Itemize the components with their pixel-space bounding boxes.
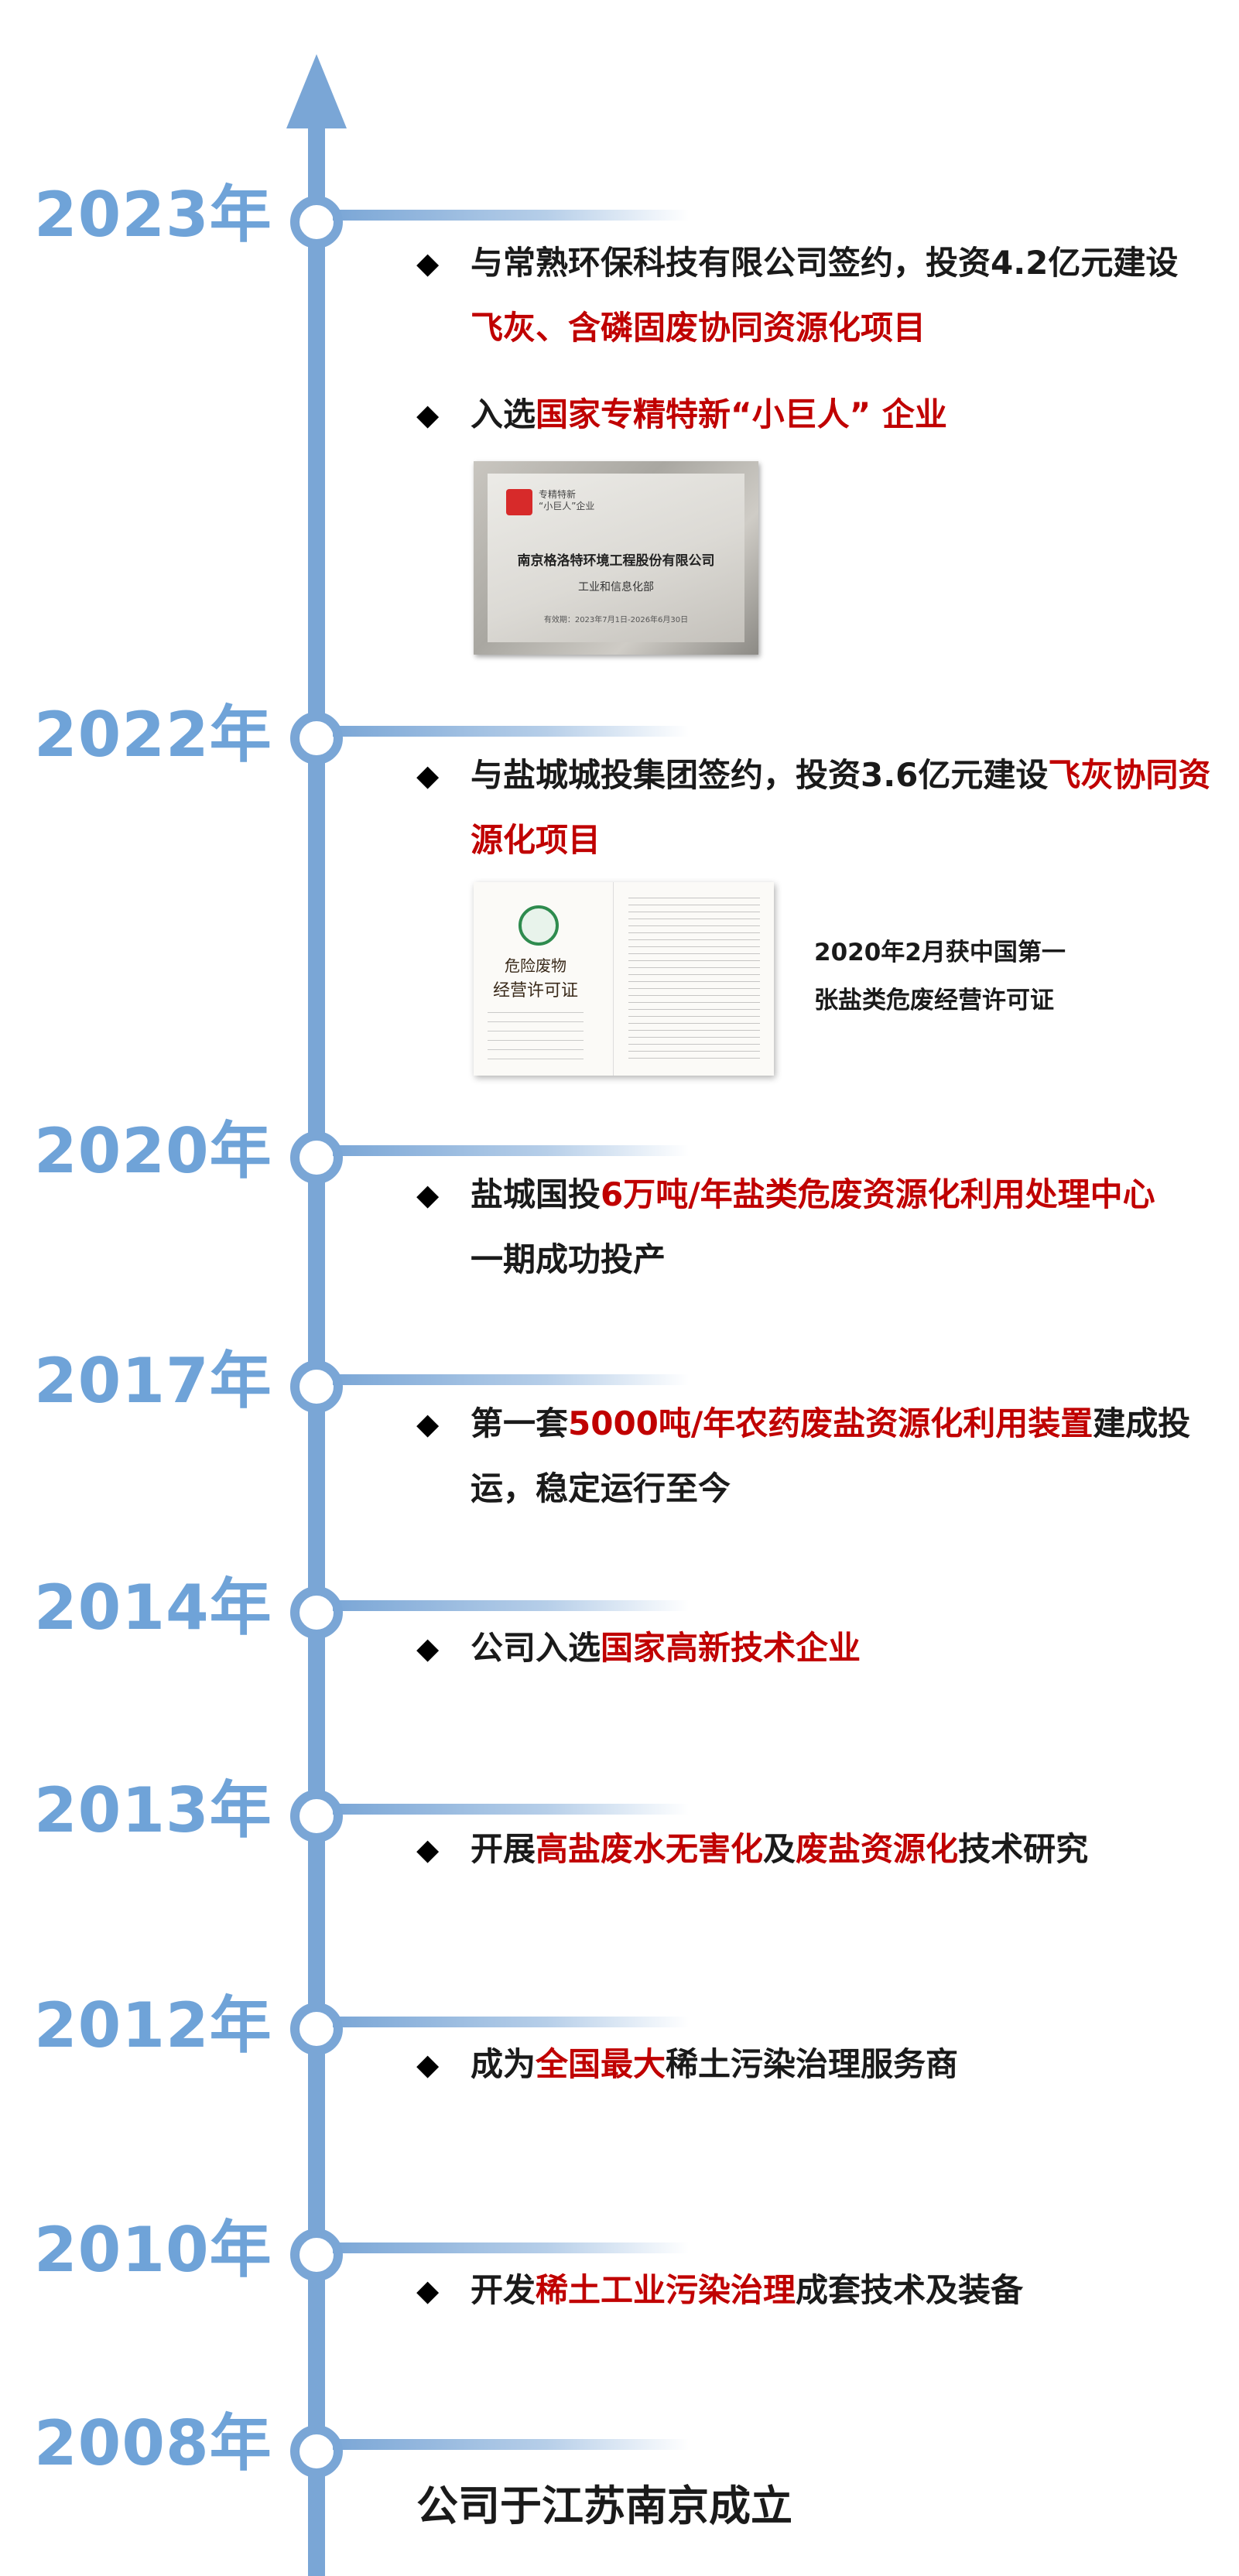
timeline-tick-2012 — [333, 2017, 689, 2027]
plaque-company-name: 南京格洛特环境工程股份有限公司 — [517, 553, 715, 569]
diamond-bullet-icon: ◆ — [416, 2047, 440, 2082]
event-2020-production: ◆ 盐城国投6万吨/年盐类危废资源化利用处理中心一期成功投产 — [416, 1162, 1221, 1292]
license-title-line2: 经营许可证 — [492, 981, 578, 1001]
timeline-node-2008 — [290, 2425, 343, 2478]
event-2014-hitech: ◆ 公司入选国家高新技术企业 — [416, 1616, 1221, 1681]
year-2013-label: 2013年 — [34, 1774, 272, 1846]
event-2023-little-giant: ◆ 入选国家专精特新“小巨人” 企业 — [416, 382, 1221, 447]
little-giant-plaque-image: 专精特新“小巨人”企业 南京格洛特环境工程股份有限公司 工业和信息化部 有效期：… — [474, 461, 758, 655]
license-seal-icon — [519, 905, 559, 946]
little-giant-logo-icon — [506, 489, 532, 515]
timeline-tick-2008 — [333, 2439, 689, 2450]
timeline-node-2020 — [290, 1131, 343, 1184]
timeline-node-2013 — [290, 1790, 343, 1842]
license-caption: 2020年2月获中国第一张盐类危废经营许可证 — [814, 939, 1066, 1014]
timeline-arrowhead — [286, 54, 347, 128]
event-2013-research: ◆ 开展高盐废水无害化及废盐资源化技术研究 — [416, 1817, 1221, 1882]
license-title-line1: 危险废物 — [505, 956, 566, 975]
timeline-node-2014 — [290, 1586, 343, 1639]
event-2012-largest: ◆ 成为全国最大稀土污染治理服务商 — [416, 2032, 1221, 2097]
hazardous-waste-license-image: 危险废物 经营许可证 — [474, 882, 774, 1076]
year-2008-label: 2008年 — [34, 2407, 272, 2479]
diamond-bullet-icon: ◆ — [416, 758, 440, 792]
timeline-tick-2023 — [333, 210, 689, 221]
timeline-node-2017 — [290, 1360, 343, 1413]
year-2023-label: 2023年 — [34, 179, 272, 251]
timeline-tick-2020 — [333, 1145, 689, 1156]
diamond-bullet-icon: ◆ — [416, 1178, 440, 1212]
license-detail-lines — [628, 898, 760, 1060]
year-2020-label: 2020年 — [34, 1115, 272, 1187]
timeline-tick-2017 — [333, 1374, 689, 1385]
year-2014-label: 2014年 — [34, 1572, 272, 1644]
plaque-validity: 有效期：2023年7月1日-2026年6月30日 — [543, 616, 689, 624]
event-2022-signing: ◆ 与盐城城投集团签约，投资3.6亿元建设飞灰协同资源化项目 — [416, 743, 1221, 873]
timeline-node-2010 — [290, 2229, 343, 2281]
timeline-node-2023 — [290, 196, 343, 248]
license-text-lines — [488, 1012, 584, 1066]
plaque-logo-text: 专精特新“小巨人”企业 — [539, 489, 595, 511]
timeline-tick-2010 — [333, 2242, 689, 2253]
timeline-tick-2013 — [333, 1804, 689, 1815]
event-2023-signing: ◆ 与常熟环保科技有限公司签约，投资4.2亿元建设飞灰、含磷固废协同资源化项目 — [416, 231, 1221, 361]
diamond-bullet-icon: ◆ — [416, 398, 440, 432]
diamond-bullet-icon: ◆ — [416, 2273, 440, 2307]
diamond-bullet-icon: ◆ — [416, 1407, 440, 1441]
timeline-node-2022 — [290, 712, 343, 765]
timeline-node-2012 — [290, 2003, 343, 2055]
event-2010-develop: ◆ 开发稀土工业污染治理成套技术及装备 — [416, 2258, 1221, 2323]
diamond-bullet-icon: ◆ — [416, 246, 440, 280]
year-2012-label: 2012年 — [34, 1989, 272, 2061]
year-2010-label: 2010年 — [34, 2214, 272, 2286]
year-2022-label: 2022年 — [34, 699, 272, 771]
diamond-bullet-icon: ◆ — [416, 1631, 440, 1665]
year-2017-label: 2017年 — [34, 1345, 272, 1417]
event-2008-founded: 公司于江苏南京成立 — [416, 2482, 792, 2530]
timeline-tick-2014 — [333, 1600, 689, 1611]
timeline-tick-2022 — [333, 726, 689, 737]
event-2017-device: ◆ 第一套5000吨/年农药废盐资源化利用装置建成投运，稳定运行至今 — [416, 1391, 1221, 1521]
timeline-axis — [308, 124, 325, 2576]
diamond-bullet-icon: ◆ — [416, 1832, 440, 1866]
license-fold-line — [613, 882, 614, 1076]
plaque-ministry: 工业和信息化部 — [578, 581, 654, 594]
